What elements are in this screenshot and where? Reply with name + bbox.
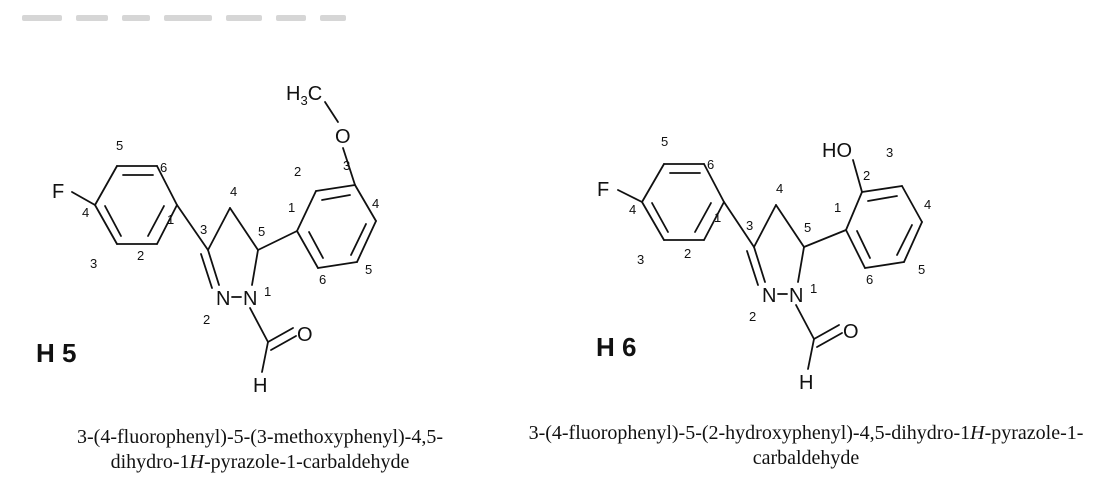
h6-atom-numbers: 4 5 6 1 2 3 3 4 5 1 2 1 2 3 4 5 6 xyxy=(629,134,931,324)
h6-aldehyde-hydrogen: H xyxy=(799,372,813,394)
h6-n2-atom: N xyxy=(762,285,776,307)
h5-num-a2: 2 xyxy=(294,164,301,179)
h6-c-oh-bond xyxy=(852,159,863,193)
h5-num-a4: 4 xyxy=(372,196,379,211)
h6-fluorine-atom: F xyxy=(597,179,609,201)
h5-num-f2: 2 xyxy=(137,248,144,263)
h6-name-line2: carbaldehyde xyxy=(752,447,860,469)
structure-h5: F N N O H xyxy=(36,83,379,397)
h5-fluorine-atom: F xyxy=(52,181,64,203)
h6-num-p1: 1 xyxy=(810,281,817,296)
h5-o-ch3-bond xyxy=(324,101,339,123)
h6-num-a2: 2 xyxy=(863,168,870,183)
h6-num-f6: 6 xyxy=(707,157,714,172)
h5-num-f3: 3 xyxy=(90,256,97,271)
h5-compound-label: H 5 xyxy=(36,338,76,368)
h6-hydroxyl-group: HO xyxy=(822,140,852,162)
h6-num-a3: 3 xyxy=(886,145,893,160)
h5-num-f4: 4 xyxy=(82,205,89,220)
h6-num-p3: 3 xyxy=(746,218,753,233)
h5-num-a5: 5 xyxy=(365,262,372,277)
h5-num-a6: 6 xyxy=(319,272,326,287)
h6-c5-aryl-bond xyxy=(803,229,847,248)
h6-num-p4: 4 xyxy=(776,181,783,196)
h6-num-f1: 1 xyxy=(714,210,721,225)
h5-num-f5: 5 xyxy=(116,138,123,153)
h6-hydroxyphenyl-ring xyxy=(845,185,923,269)
h6-aldehyde-group xyxy=(795,304,843,370)
h5-num-p5: 5 xyxy=(258,224,265,239)
h5-c5-aryl-bond xyxy=(257,230,298,251)
h6-num-a1: 1 xyxy=(834,200,841,215)
h5-num-p1: 1 xyxy=(264,284,271,299)
h6-pyrazoline-ring xyxy=(746,204,805,295)
h5-methoxy-oxygen: O xyxy=(335,126,351,148)
h5-name-line2-start: dihydro-1 xyxy=(110,451,190,473)
h6-compound-label: H 6 xyxy=(596,332,636,362)
h5-num-p2: 2 xyxy=(203,312,210,327)
h6-num-a5: 5 xyxy=(918,262,925,277)
h5-n2-atom: N xyxy=(216,288,230,310)
h5-num-p3: 3 xyxy=(200,222,207,237)
h6-num-f2: 2 xyxy=(684,246,691,261)
h6-num-p5: 5 xyxy=(804,220,811,235)
h6-name-line1-end: -pyrazole-1- xyxy=(984,422,1084,444)
h6-num-f4: 4 xyxy=(629,202,636,217)
h5-name-line2-end: -pyrazole-1-carbaldehyde xyxy=(203,451,410,473)
h5-aldehyde-oxygen: O xyxy=(297,324,313,346)
faded-header-text xyxy=(22,8,382,30)
h5-atom-numbers: 4 5 6 1 2 3 3 4 5 1 2 1 2 3 4 5 6 xyxy=(82,138,379,327)
h6-aldehyde-oxygen: O xyxy=(843,321,859,343)
h5-n1-atom: N xyxy=(243,288,257,310)
h5-fluorophenyl-ring xyxy=(94,165,178,245)
h6-num-f5: 5 xyxy=(661,134,668,149)
h5-num-f1: 1 xyxy=(167,212,174,227)
h5-num-a3: 3 xyxy=(343,158,350,173)
h6-iupac-name: 3-(4-fluorophenyl)-5-(2-hydroxyphenyl)-4… xyxy=(500,421,1112,471)
h6-num-a6: 6 xyxy=(866,272,873,287)
h5-methyl-group: H3C xyxy=(286,83,322,108)
h5-aldehyde-hydrogen: H xyxy=(253,375,267,397)
h5-aldehyde-group xyxy=(249,307,297,373)
h6-num-p2: 2 xyxy=(749,309,756,324)
h6-num-a4: 4 xyxy=(924,197,931,212)
h6-n1-atom: N xyxy=(789,285,803,307)
h5-name-line1: 3-(4-fluorophenyl)-5-(3-methoxyphenyl)-4… xyxy=(77,426,443,448)
h5-aryl-c3-bond xyxy=(176,204,209,251)
h5-cf-bond xyxy=(71,191,96,206)
h6-aryl-c3-bond xyxy=(723,201,755,248)
h6-fluorophenyl-ring xyxy=(641,163,725,241)
h5-c-o-bond xyxy=(342,147,356,186)
h5-iupac-name: 3-(4-fluorophenyl)-5-(3-methoxyphenyl)-4… xyxy=(10,425,510,475)
h6-cf-bond xyxy=(617,189,643,203)
h5-num-f6: 6 xyxy=(160,160,167,175)
h5-pyrazoline-ring xyxy=(200,207,259,298)
h6-num-f3: 3 xyxy=(637,252,644,267)
h5-name-italic-h: H xyxy=(189,451,204,473)
h5-methoxyphenyl-ring xyxy=(296,184,377,269)
h5-num-a1: 1 xyxy=(288,200,295,215)
h5-num-p4: 4 xyxy=(230,184,237,199)
structure-h6: F N N O H xyxy=(596,134,931,394)
h6-name-line1-start: 3-(4-fluorophenyl)-5-(2-hydroxyphenyl)-4… xyxy=(528,422,971,444)
h6-name-italic-h: H xyxy=(970,422,985,444)
